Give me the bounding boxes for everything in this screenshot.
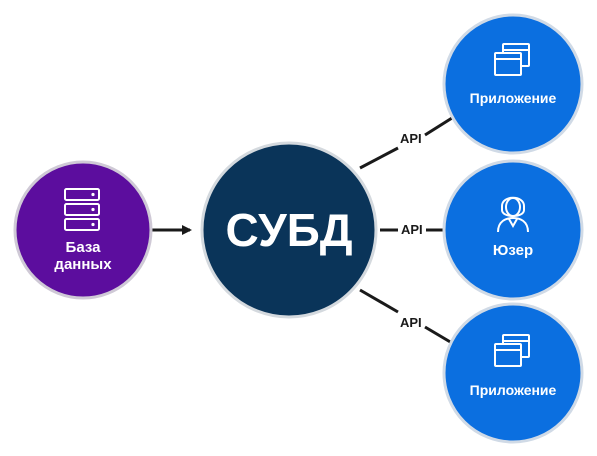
dbms-to-app-top-line xyxy=(359,146,399,170)
user-label: Юзер xyxy=(493,242,533,259)
database-label-line1: База xyxy=(66,239,102,256)
api-to-app-top-line xyxy=(424,116,453,137)
api-label-middle: API xyxy=(401,222,423,237)
windows-icon xyxy=(494,334,530,367)
api-label-bottom: API xyxy=(400,315,422,330)
server-stack-icon xyxy=(64,188,100,231)
database-node: База данных xyxy=(13,160,153,300)
app-bottom-node: Приложение xyxy=(442,302,584,444)
app-bottom-label: Приложение xyxy=(470,382,557,398)
dbms-to-app-bottom-line xyxy=(359,288,399,314)
app-top-node: Приложение xyxy=(442,13,584,155)
api-label-top: API xyxy=(400,131,422,146)
windows-icon xyxy=(494,43,530,76)
database-label-line2: данных xyxy=(54,256,112,273)
app-top-label: Приложение xyxy=(470,90,557,106)
user-node: Юзер xyxy=(442,159,584,301)
dbms-label: СУБД xyxy=(225,204,352,256)
api-to-app-bottom-line xyxy=(424,325,453,345)
dbms-node: СУБД xyxy=(200,141,378,319)
user-icon xyxy=(497,196,529,233)
